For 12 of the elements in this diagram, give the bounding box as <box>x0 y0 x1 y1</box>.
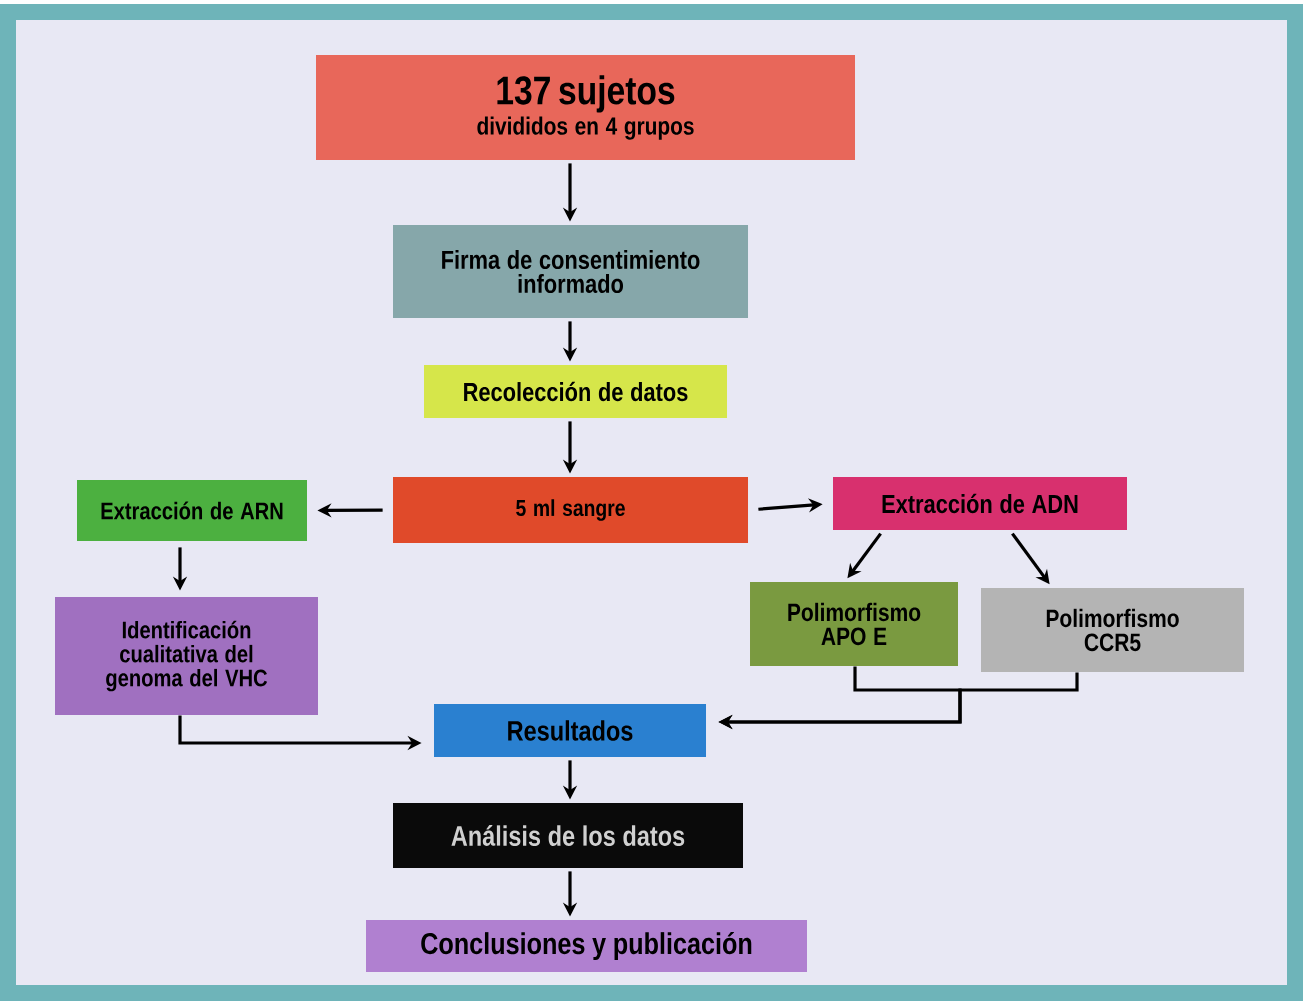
process-box: Análisis de los datos <box>393 803 743 868</box>
process-box: Firma de consentimiento informado <box>393 225 748 318</box>
process-box: Polimorfismo CCR5 <box>981 588 1244 672</box>
process-box: Recolección de datos <box>424 365 727 418</box>
process-box: Polimorfismo APO E <box>750 582 958 666</box>
process-box: Extracción de ARN <box>77 480 307 541</box>
process-box: Conclusiones y publicación <box>366 920 807 972</box>
process-box: Identificación cualitativa del genoma del VHC <box>55 597 318 715</box>
process-box: Extracción de ADN <box>833 477 1127 530</box>
process-box: 5 ml sangre <box>393 477 748 543</box>
process-box: Resultados <box>434 704 706 757</box>
process-box: 137 sujetos divididos en 4 grupos <box>316 55 855 160</box>
